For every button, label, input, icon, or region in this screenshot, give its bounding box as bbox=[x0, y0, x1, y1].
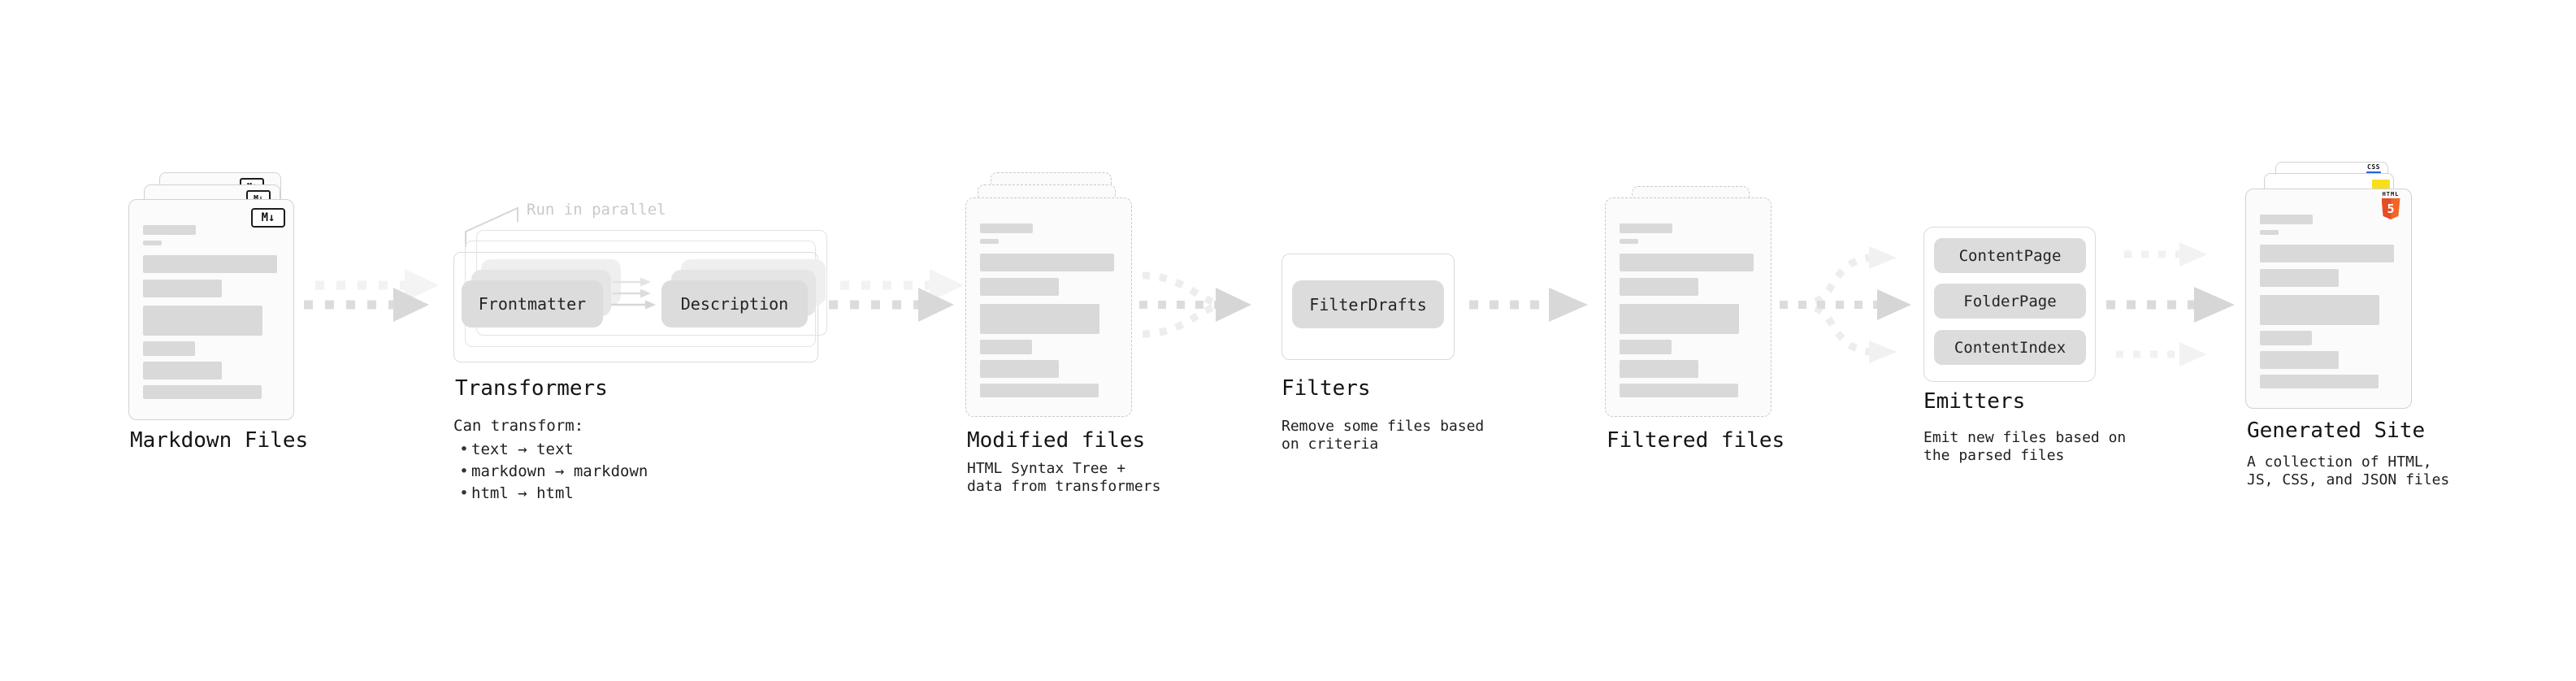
bullet-marker: • bbox=[459, 462, 469, 480]
diverge-arrow bbox=[1780, 246, 1911, 363]
markdown-files-label: Markdown Files bbox=[130, 428, 309, 453]
doc-text-bar bbox=[980, 360, 1059, 378]
js-badge bbox=[2372, 180, 2390, 189]
run-in-parallel-note: Run in parallel bbox=[527, 201, 666, 219]
bullet-item: •markdown → markdown bbox=[457, 461, 648, 483]
bullet-item: •text → text bbox=[457, 439, 648, 461]
modified-files-subtitle: HTML Syntax Tree + data from transformer… bbox=[967, 460, 1161, 495]
generated-site-subtitle: A collection of HTML, JS, CSS, and JSON … bbox=[2247, 453, 2450, 488]
bullet-text: html → html bbox=[471, 484, 574, 502]
doc-text-bar bbox=[143, 362, 222, 380]
doc-text-bar bbox=[2260, 351, 2339, 369]
doc-text-bar bbox=[2260, 245, 2394, 262]
markdown-icon: M↓ bbox=[251, 208, 285, 228]
flow-arrow bbox=[1469, 288, 1588, 322]
html5-number: 5 bbox=[2387, 202, 2395, 216]
bullet-text: text → text bbox=[471, 440, 574, 458]
doc-text-bar bbox=[980, 223, 1033, 233]
doc-text-bar bbox=[1620, 239, 1638, 244]
html5-icon: HTML 5 bbox=[2381, 191, 2400, 219]
doc-text-bar bbox=[143, 241, 162, 245]
doc-text-bar bbox=[143, 306, 262, 336]
filters-subtitle: Remove some files based on criteria bbox=[1281, 418, 1485, 453]
bullet-marker: • bbox=[459, 440, 469, 458]
doc-text-bar bbox=[1620, 384, 1738, 397]
triple-flow-arrows bbox=[2106, 242, 2235, 367]
frontmatter-node: Frontmatter bbox=[462, 280, 603, 327]
doc-text-bar bbox=[980, 239, 999, 244]
emitters-subtitle: Emit new files based on the parsed files bbox=[1923, 429, 2127, 464]
doc-text-bar bbox=[2260, 230, 2279, 235]
transformers-label: Transformers bbox=[455, 376, 608, 401]
doc-text-bar bbox=[143, 280, 222, 297]
doc-text-bar bbox=[1620, 340, 1672, 354]
modified-files-label: Modified files bbox=[967, 428, 1146, 453]
filterdrafts-node: FilterDrafts bbox=[1292, 280, 1444, 328]
flow-arrow bbox=[304, 269, 439, 322]
doc-text-bar bbox=[1620, 223, 1672, 233]
markdown-file-card-front: M↓ bbox=[128, 199, 294, 420]
transformers-desc-heading: Can transform: bbox=[453, 417, 584, 435]
generated-site-label: Generated Site bbox=[2247, 419, 2426, 443]
doc-text-bar bbox=[1620, 304, 1739, 334]
doc-text-bar bbox=[2260, 375, 2379, 388]
emitters-label: Emitters bbox=[1923, 389, 2026, 414]
doc-text-bar bbox=[2260, 331, 2312, 345]
doc-text-bar bbox=[980, 254, 1114, 271]
doc-text-bar bbox=[1620, 278, 1698, 296]
doc-text-bar bbox=[143, 255, 277, 273]
css-badge-underline bbox=[2366, 171, 2381, 175]
transformers-bullet-list: •text → text •markdown → markdown •html … bbox=[457, 439, 648, 505]
description-node: Description bbox=[661, 280, 808, 327]
doc-text-bar bbox=[1620, 254, 1754, 271]
doc-text-bar bbox=[2260, 215, 2313, 224]
doc-text-bar bbox=[1620, 360, 1698, 378]
filtered-files-label: Filtered files bbox=[1607, 428, 1785, 453]
doc-text-bar bbox=[143, 341, 195, 356]
doc-text-bar bbox=[980, 340, 1032, 354]
doc-text-bar bbox=[143, 225, 196, 235]
html5-icon-label: HTML bbox=[2382, 191, 2400, 197]
css-badge: CSS bbox=[2366, 164, 2381, 175]
contentindex-node: ContentIndex bbox=[1934, 330, 2086, 365]
bullet-marker: • bbox=[459, 484, 469, 502]
filtered-file-card-front bbox=[1605, 197, 1772, 417]
doc-text-bar bbox=[2260, 269, 2339, 287]
doc-text-bar bbox=[2260, 295, 2379, 325]
site-file-card-html: HTML 5 bbox=[2245, 189, 2412, 409]
parallel-step-arrows bbox=[611, 277, 656, 310]
doc-text-bar bbox=[143, 385, 262, 399]
callout-line bbox=[465, 206, 518, 247]
contentpage-node: ContentPage bbox=[1934, 238, 2086, 273]
css-badge-label: CSS bbox=[2367, 163, 2380, 171]
doc-text-bar bbox=[980, 384, 1099, 397]
converge-arrow bbox=[1139, 271, 1251, 338]
bullet-text: markdown → markdown bbox=[471, 462, 648, 480]
filters-label: Filters bbox=[1281, 376, 1371, 401]
doc-text-bar bbox=[980, 304, 1099, 334]
folderpage-node: FolderPage bbox=[1934, 284, 2086, 319]
bullet-item: •html → html bbox=[457, 483, 648, 505]
transformer-card-front bbox=[453, 252, 818, 362]
modified-file-card-front bbox=[965, 197, 1132, 417]
flow-arrow bbox=[829, 269, 964, 322]
doc-text-bar bbox=[980, 278, 1059, 296]
html5-shield: 5 bbox=[2381, 198, 2400, 219]
